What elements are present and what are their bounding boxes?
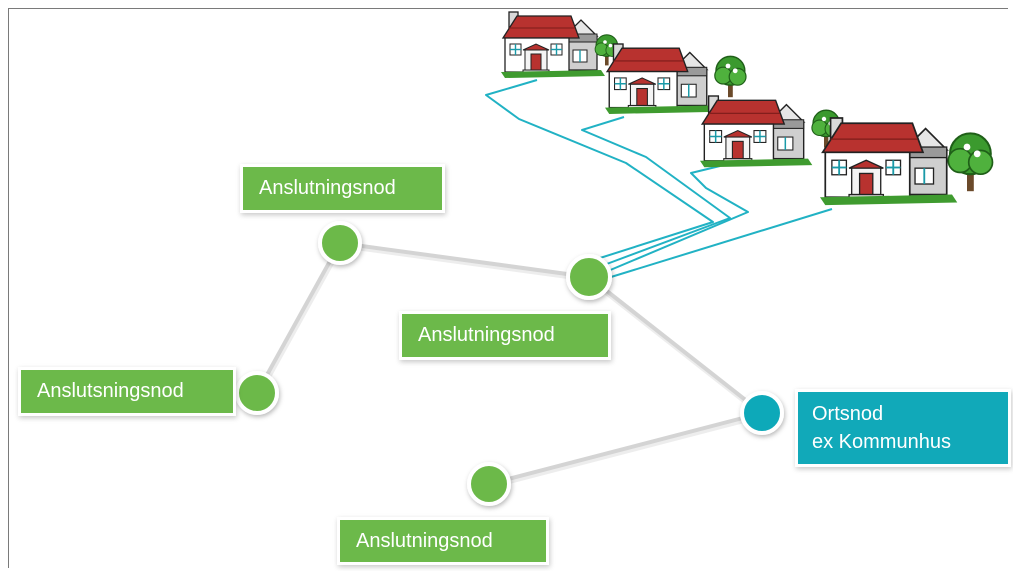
fiber-lines xyxy=(485,79,833,278)
slide-frame xyxy=(8,8,1008,568)
node-circles xyxy=(235,221,784,506)
link-bottom-ort xyxy=(487,411,764,486)
ortsnod-title: Ortsnod xyxy=(812,403,884,425)
fiber-line-3 xyxy=(607,165,749,272)
node-label-mid: Anslutningsnod xyxy=(402,314,608,357)
node-circle-ort[interactable] xyxy=(740,391,784,435)
node-label-left: Anslutsningsnod xyxy=(21,370,233,413)
ortsnod-subtitle: ex Kommunhus xyxy=(812,431,951,453)
house-icon xyxy=(500,11,620,79)
link-mid-ort xyxy=(587,275,764,415)
house-icon xyxy=(699,95,842,169)
node-label-ortsnod: Ortsnod ex Kommunhus xyxy=(798,392,1008,464)
node-links xyxy=(255,241,766,489)
node-circle-left[interactable] xyxy=(235,371,279,415)
house-icon xyxy=(819,117,994,207)
link-left-top xyxy=(255,241,342,395)
node-circle-mid[interactable] xyxy=(566,254,612,300)
node-circle-top[interactable] xyxy=(318,221,362,265)
fiber-line-4 xyxy=(610,208,833,278)
node-circle-bottom[interactable] xyxy=(467,462,511,506)
node-label-top: Anslutningsnod xyxy=(243,167,442,210)
fiber-line-1 xyxy=(485,79,714,259)
link-top-mid xyxy=(338,241,591,279)
houses xyxy=(500,11,994,207)
fiber-line-2 xyxy=(581,116,731,266)
node-label-bottom: Anslutningsnod xyxy=(340,520,546,562)
